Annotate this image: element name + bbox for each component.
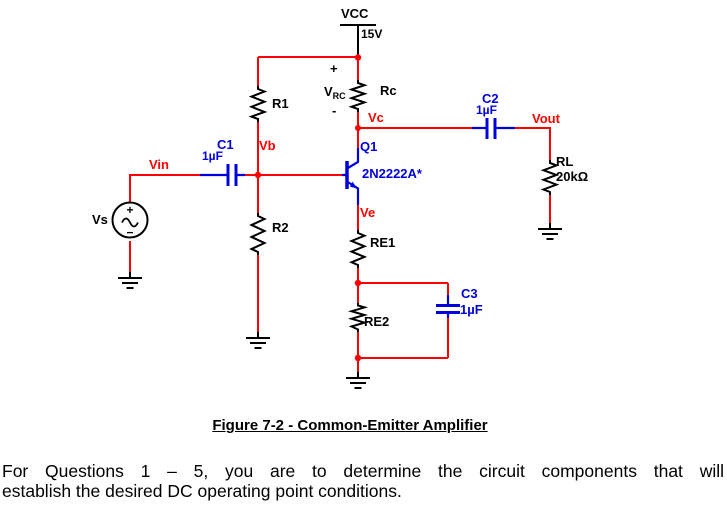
source-vs-plus-sign: + [126, 203, 133, 217]
re2-label: RE2 [364, 314, 390, 329]
ground-symbol-r2 [246, 332, 270, 349]
node-vout-label: Vout [532, 111, 560, 126]
junction-dot-re-bottom [354, 354, 362, 362]
node-vc-label: Vc [368, 110, 384, 125]
vcc-label: VCC [341, 6, 369, 21]
ground-symbol-re2 [346, 372, 370, 389]
vrc-plus-sign: + [330, 61, 338, 76]
c3-label: C3 [461, 286, 478, 301]
wire-bias-divider [257, 56, 358, 332]
c2-label: C2 [482, 91, 499, 106]
ground-symbol-rl [538, 223, 562, 240]
q1-label: Q1 [360, 139, 378, 154]
junction-dot-vc [355, 125, 361, 131]
junction-dot-base [254, 171, 262, 179]
rl-value-label: 20kΩ [556, 169, 589, 184]
source-vs-sine-icon [121, 217, 139, 228]
wire-c3-branch [358, 282, 449, 359]
resistor-rl-symbol [540, 160, 560, 195]
vcc-symbol [340, 24, 376, 56]
body-text-line1: For Questions 1 – 5, you are to determin… [2, 461, 724, 481]
resistor-rc-symbol [348, 80, 368, 112]
resistor-re2-symbol [347, 303, 369, 332]
wire-collector [357, 57, 472, 148]
vrc-minus-sign: - [332, 103, 337, 118]
transistor-q1-emitter-arrow [349, 181, 357, 189]
resistor-re1-symbol [348, 230, 368, 268]
source-vs-minus-sign: − [126, 226, 133, 240]
junction-dot-re-top [354, 279, 362, 287]
c1-label: C1 [217, 137, 234, 152]
resistor-r1-symbol [248, 86, 268, 122]
vrc-main-text: V [324, 84, 333, 99]
vs-label: Vs [92, 212, 108, 227]
source-vs-symbol [111, 201, 149, 239]
vcc-value-label: 15V [361, 27, 383, 41]
capacitor-c2-symbol [485, 118, 497, 139]
circuit-schematic: + − [111, 24, 562, 389]
resistor-r2-symbol [249, 213, 267, 255]
node-vin-label: Vin [149, 157, 169, 172]
rl-label: RL [556, 154, 574, 169]
c1-value-label: 1µF [202, 149, 223, 163]
node-ve-label: Ve [360, 205, 376, 220]
node-vb-label: Vb [259, 138, 276, 153]
rc-label: Rc [380, 83, 397, 98]
r1-label: R1 [272, 96, 289, 111]
vrc-label: VRC [324, 84, 346, 102]
body-text-line2: establish the desired DC operating point… [2, 481, 402, 501]
vrc-subscript-text: RC [332, 91, 346, 101]
transistor-q1-leads [342, 148, 360, 205]
r2-label: R2 [272, 220, 289, 235]
c3-value-label: 1µF [460, 302, 483, 317]
c2-value-label: 1µF [476, 103, 497, 117]
capacitor-c1-symbol [226, 164, 238, 186]
re1-label: RE1 [370, 235, 396, 250]
ground-symbol-source [118, 272, 142, 289]
wire-output [515, 127, 551, 223]
q1-part-label: 2N2222A* [362, 166, 422, 181]
figure-caption: Figure 7-2 - Common-Emitter Amplifier [212, 417, 488, 434]
wire-input-loop [129, 174, 200, 272]
junction-dot-vcc [354, 54, 362, 61]
capacitor-c3-symbol [436, 304, 460, 314]
